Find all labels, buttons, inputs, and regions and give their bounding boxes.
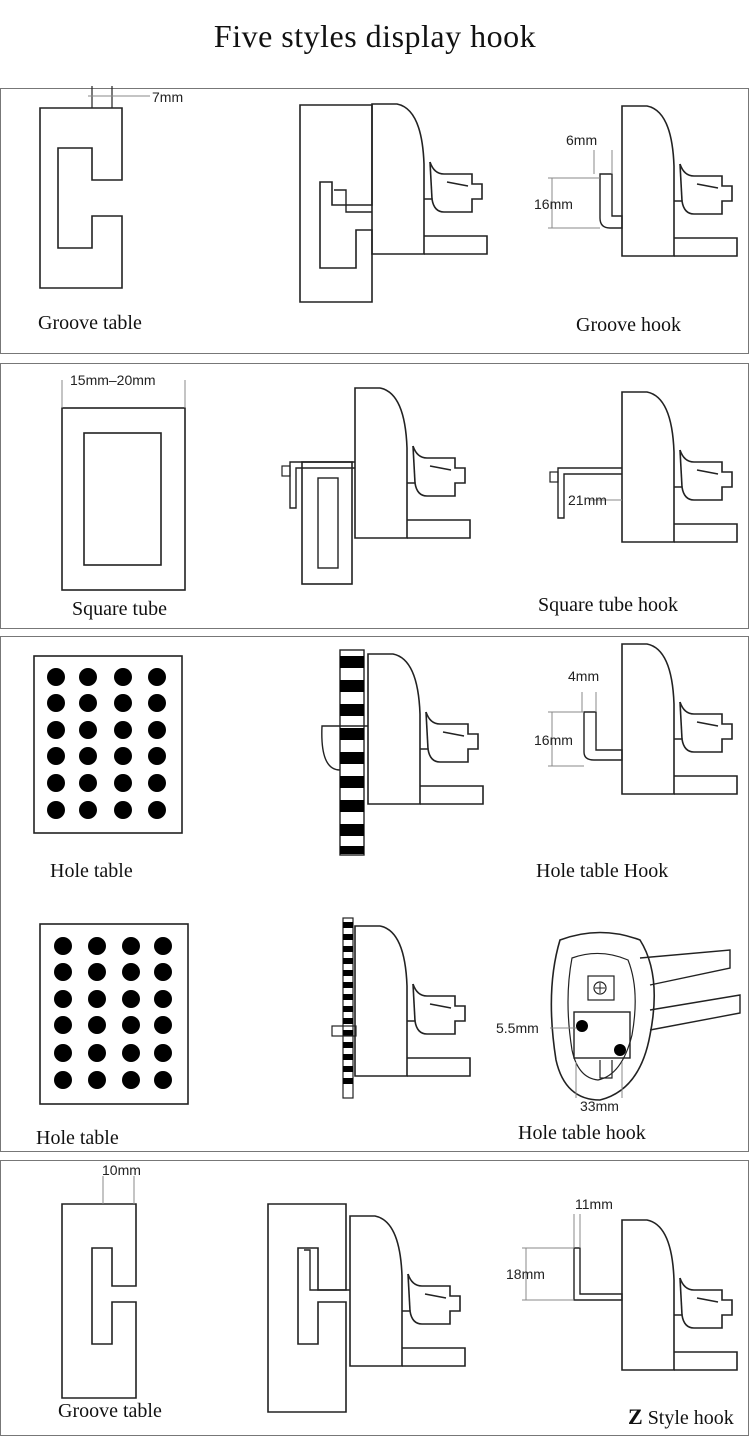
panel-groove [0, 88, 749, 354]
caption-hole-table-2: Hole table [36, 1127, 119, 1149]
z-hook-mounted [267, 1203, 466, 1413]
dim-z-hook-depth: 18mm [506, 1266, 545, 1282]
caption-z-groove-table: Groove table [58, 1400, 162, 1422]
dim-hole-hook-thickness: 4mm [568, 668, 600, 684]
dim-hole-hook-pin: 5.5mm [496, 1020, 539, 1036]
square-tube-profile [61, 380, 186, 591]
hole-table-dots-1 [47, 668, 166, 819]
dim-square-tube-hook-depth: 21mm [568, 492, 607, 508]
dim-hole-hook-span: 33mm [580, 1098, 619, 1114]
caption-groove-hook: Groove hook [576, 314, 681, 336]
square-tube-hook-side [549, 391, 738, 543]
caption-z-style-hook: Z Style hook [628, 1404, 734, 1430]
caption-z-letter: Z [628, 1404, 643, 1429]
dim-square-tube-width: 15mm–20mm [70, 372, 156, 388]
square-tube-hook-mounted [281, 387, 471, 585]
z-groove-table-profile [61, 1176, 137, 1399]
caption-groove-table: Groove table [38, 312, 142, 334]
panel-square-tube [0, 363, 749, 629]
hole-table-hook-side-1 [548, 643, 738, 795]
dim-groove-hook-depth: 16mm [534, 196, 573, 212]
hole-table-profile-1 [33, 655, 183, 834]
groove-hook-side [548, 105, 738, 257]
hole-table-hook-3d [550, 931, 741, 1101]
groove-hook-mounted [299, 103, 488, 303]
caption-hole-table-1: Hole table [50, 860, 133, 882]
caption-hole-table-hook-1: Hole table Hook [536, 860, 669, 882]
dim-hole-hook-depth: 16mm [534, 732, 573, 748]
panel-hole-table [0, 636, 749, 1152]
caption-square-tube: Square tube [72, 598, 167, 620]
hole-table-profile-2 [39, 923, 189, 1105]
page-title: Five styles display hook [213, 18, 537, 54]
z-hook-side [522, 1214, 738, 1371]
hole-table-dots-2 [54, 937, 172, 1089]
dim-z-groove-width: 10mm [102, 1162, 141, 1178]
groove-table-profile [39, 86, 150, 289]
dim-groove-width: 7mm [152, 89, 184, 105]
dim-groove-hook-thickness: 6mm [566, 132, 598, 148]
caption-square-tube-hook: Square tube hook [538, 594, 678, 616]
caption-hole-table-hook-2: Hole table hook [518, 1122, 646, 1144]
hole-table-hook-mounted-1 [321, 649, 484, 856]
dim-z-hook-thickness: 11mm [575, 1196, 613, 1212]
panel-z-style [0, 1160, 749, 1436]
caption-z-text: Style hook [647, 1407, 734, 1429]
hole-table-hook-mounted-2 [331, 917, 471, 1099]
